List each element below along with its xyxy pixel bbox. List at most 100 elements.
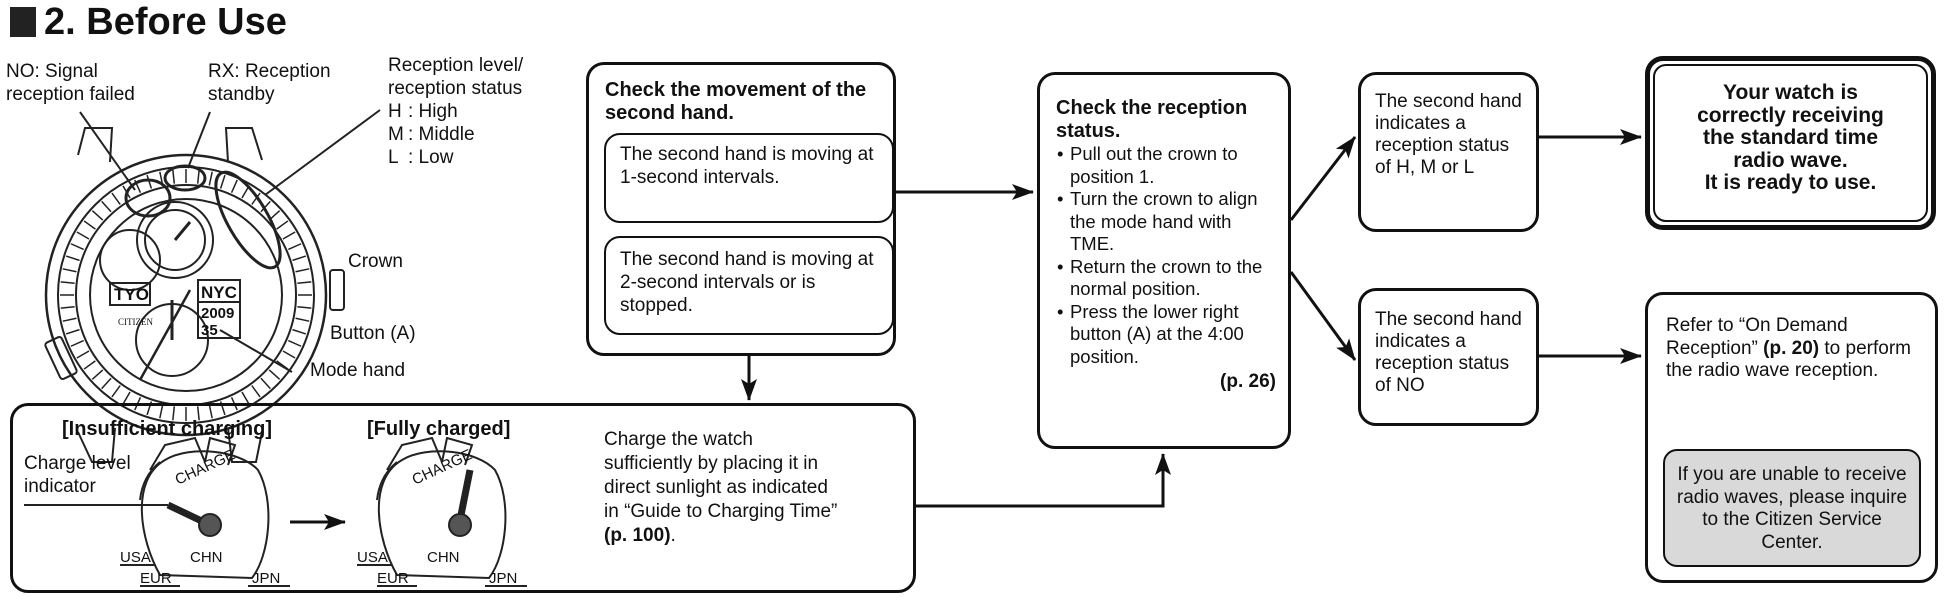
dial-seconds: 35: [201, 322, 218, 339]
gauge-usa-label: USA: [120, 549, 151, 566]
bezel-tick: [122, 391, 131, 405]
label-reception-level: Reception level/ reception status H: Hig…: [388, 54, 523, 169]
charge-level-indicator-label: Charge level indicator: [24, 452, 131, 498]
label-line: NO: Signal: [6, 61, 98, 82]
bezel-tick: [172, 169, 176, 184]
charging-box: [10, 403, 916, 593]
bezel-tick: [251, 385, 261, 398]
bezel-tick: [260, 200, 271, 213]
service-center-note: If you are unable to receive radio waves…: [1663, 449, 1921, 567]
bezel-tick: [295, 317, 310, 322]
bezel-tick: [282, 231, 296, 240]
arrow-charging-to-reception: [916, 453, 1171, 508]
bezel-tick: [91, 210, 104, 221]
option-1-second-interval: The second hand is moving at 1-second in…: [604, 133, 894, 223]
gauge-usa-label: USA: [357, 549, 388, 566]
bezel-tick: [159, 404, 164, 419]
ready-message: Your watch is correctly receiving the st…: [1653, 64, 1928, 222]
bezel-tick: [83, 220, 96, 230]
reception-check-heading: Check the reception status.: [1056, 97, 1248, 142]
charging-instruction: Charge the watch sufficiently by placing…: [604, 429, 838, 546]
bezel-tick: [91, 369, 104, 380]
bezel-tick: [76, 350, 90, 359]
ready-line: the standard time: [1702, 126, 1879, 149]
dial-left-window: TYO: [114, 285, 149, 304]
bezel-tick: [219, 174, 226, 189]
bezel-tick: [251, 192, 261, 205]
on-demand-text: Refer to “On Demand Reception” (p. 20) t…: [1666, 315, 1919, 383]
bezel-tick: [146, 174, 153, 189]
level-low: L: Low: [388, 147, 454, 168]
arrow-to-status-hml: [1289, 136, 1357, 221]
label-crown: Crown: [348, 251, 403, 272]
page-ref: (p. 20): [1763, 337, 1820, 359]
bezel-tick: [196, 406, 200, 421]
on-demand-pre: Refer to “On Demand Reception”: [1666, 315, 1848, 359]
status-hml-box: The second hand indicates a reception st…: [1358, 72, 1539, 232]
bezel-tick: [295, 268, 310, 273]
reception-steps: Pull out the crown to position 1. Turn t…: [1056, 143, 1276, 368]
step: Return the crown to the normal position.: [1057, 256, 1276, 301]
ready-line: Your watch is: [1723, 81, 1858, 104]
bezel-tick: [230, 179, 238, 193]
bezel-tick: [83, 360, 96, 370]
bezel-tick: [288, 243, 302, 251]
label-line: RX: Reception: [208, 61, 331, 82]
gauge-eur-label: EUR: [140, 570, 172, 587]
section-marker-icon: [10, 7, 36, 37]
page-ref: (p. 26): [1220, 371, 1276, 392]
label-line: indicator: [24, 476, 96, 497]
step: Press the lower right button (A) at the …: [1057, 301, 1276, 369]
bezel-tick: [268, 369, 281, 380]
gauge-insufficient: [24, 436, 290, 587]
arrow-to-status-no: [1289, 271, 1357, 361]
bezel-tick: [101, 200, 112, 213]
bezel-tick: [62, 268, 77, 273]
bezel-tick: [208, 404, 213, 419]
on-demand-post: to perform the radio wave reception.: [1666, 337, 1911, 382]
gauge-full: [357, 436, 527, 587]
reception-check-box: Check the reception status. Pull out the…: [1037, 72, 1291, 449]
fully-charged-label: [Fully charged]: [367, 418, 511, 440]
label-line: reception failed: [6, 84, 135, 105]
level-high: H: High: [388, 101, 458, 122]
bezel-tick: [282, 350, 296, 359]
option-2-second-interval: The second hand is moving at 2-second in…: [604, 236, 894, 335]
bezel-tick: [111, 385, 121, 398]
bezel-tick: [60, 305, 75, 309]
bezel-tick: [297, 281, 312, 285]
bezel-tick: [196, 169, 200, 184]
dial-brand: CITIZEN: [118, 317, 153, 327]
bezel-tick: [292, 328, 307, 335]
bezel-tick: [70, 339, 84, 347]
bezel-tick: [292, 255, 307, 262]
page-ref: (p. 100): [604, 525, 671, 546]
insufficient-charging-label: [Insufficient charging]: [62, 418, 272, 440]
bezel-tick: [276, 220, 289, 230]
page-title: 2. Before Use: [44, 1, 287, 43]
bezel-tick: [111, 192, 121, 205]
label-line: reception status: [388, 78, 523, 99]
bezel-tick: [297, 305, 312, 309]
label-line: Charge level: [24, 453, 131, 474]
gauge-chn-label: CHN: [190, 549, 223, 566]
bezel-tick: [288, 339, 302, 347]
gauge-chn-label: CHN: [427, 549, 460, 566]
bezel-tick: [65, 328, 80, 335]
step: Pull out the crown to position 1.: [1057, 143, 1276, 188]
ready-box: Your watch is correctly receiving the st…: [1645, 56, 1936, 230]
bezel-tick: [76, 231, 90, 240]
bezel-tick: [208, 171, 213, 186]
dial-year: 2009: [201, 305, 234, 322]
label-button-a: Button (A): [330, 323, 416, 344]
step: Turn the crown to align the mode hand wi…: [1057, 188, 1276, 256]
ready-line: radio wave.: [1733, 148, 1848, 172]
bezel-tick: [241, 391, 250, 405]
label-no-signal: NO: Signal reception failed: [6, 60, 135, 106]
dial-right-window: NYC: [201, 283, 237, 302]
bezel-tick: [65, 255, 80, 262]
ready-line: It is ready to use.: [1704, 171, 1877, 194]
bezel-tick: [260, 377, 271, 390]
